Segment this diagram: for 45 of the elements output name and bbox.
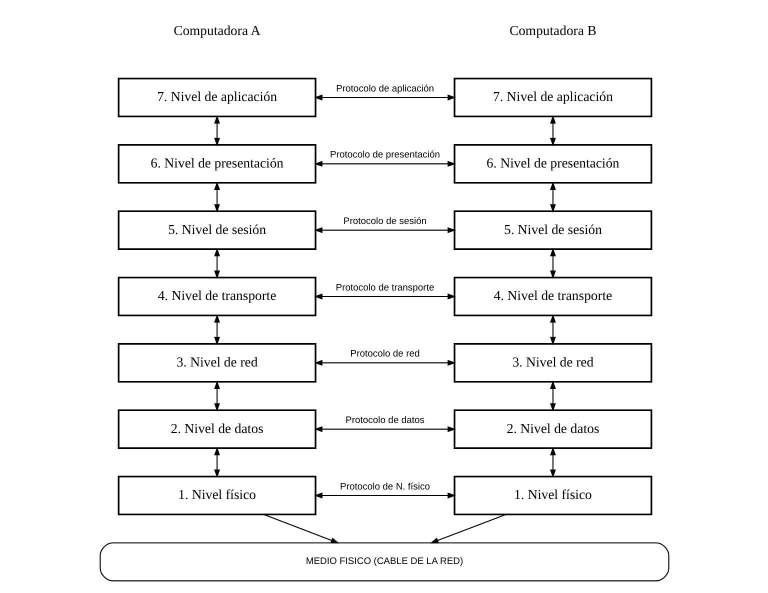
node-box: 3. Nivel de red [453,343,652,383]
arrow [550,380,556,412]
arrow [314,360,456,366]
edge-label: Protocolo de red [350,348,420,360]
arrow [263,514,339,544]
node-box: MEDIO FISICO (CABLE DE LA RED) [99,542,669,582]
node-box: 1. Nivel físico [117,476,316,516]
arrow [214,380,220,412]
label: Computadora A [173,22,260,38]
arrow [314,94,456,100]
arrow [314,426,456,432]
node-box: 5. Nivel de sesión [453,210,652,250]
node-box: 2. Nivel de datos [117,409,316,449]
arrow [314,227,456,234]
edge-label: Protocolo de N. físico [340,481,430,492]
arrow [550,182,556,213]
node-box: 6. Nivel de presentación [117,144,316,184]
node-box: 7. Nivel de aplicación [453,78,652,118]
node-box: 2. Nivel de datos [453,409,652,449]
arrow [214,115,220,146]
arrow [550,314,556,346]
arrow [430,514,506,544]
arrow [550,115,556,146]
arrow [214,446,220,478]
arrow [314,492,456,498]
edge-label: Protocolo de presentación [330,150,440,161]
label: Computadora B [508,22,596,38]
edge-label: Protocolo de aplicación [336,83,434,94]
node-box: 4. Nivel de transporte [453,276,652,316]
arrow [214,182,220,213]
arrow [314,160,456,167]
edge-label: Protocolo de sesión [342,216,426,228]
node-box: 3. Nivel de red [117,343,316,383]
node-box: 1. Nivel físico [453,476,652,516]
arrow [214,248,220,279]
arrow [550,446,556,478]
node-box: 7. Nivel de aplicación [117,78,316,118]
arrow [214,314,220,346]
edge-label: Protocolo de transporte [335,282,434,294]
node-box: 4. Nivel de transporte [117,276,316,316]
arrow [314,294,456,300]
arrow [550,248,556,279]
edge-label: Protocolo de datos [345,415,424,426]
node-box: 6. Nivel de presentación [453,144,652,184]
node-box: 5. Nivel de sesión [117,210,316,250]
